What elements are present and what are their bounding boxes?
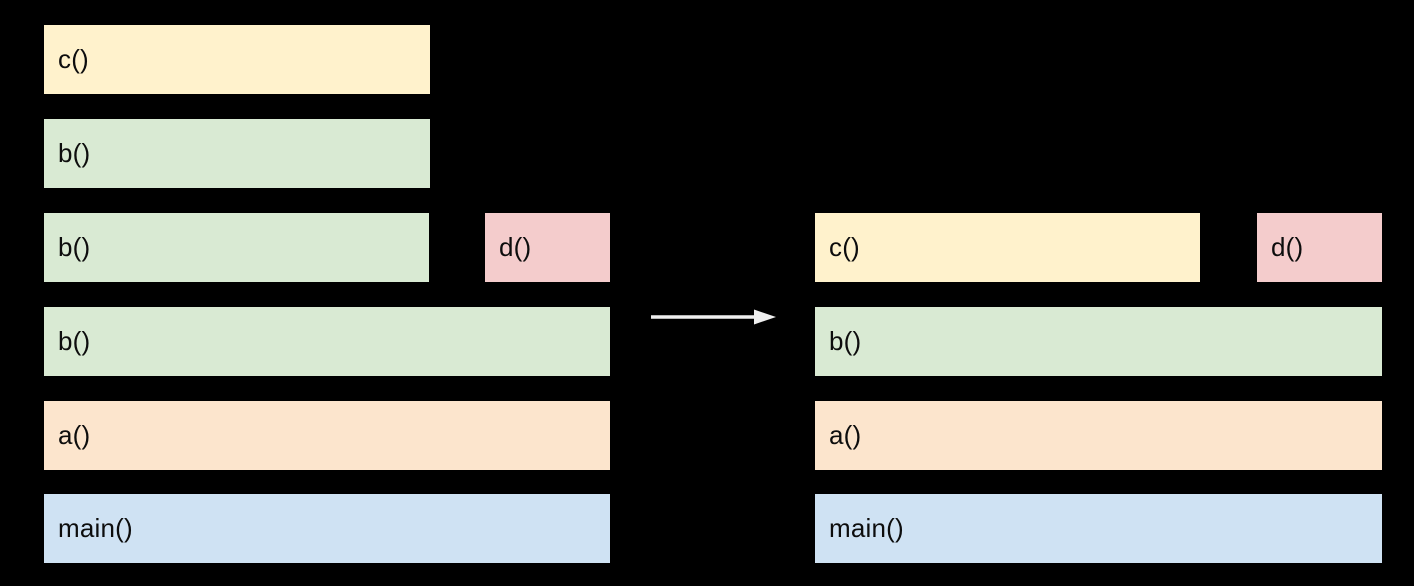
frame-label: b(): [58, 232, 91, 262]
frame-label: b(): [829, 326, 862, 356]
frame-label: b(): [58, 326, 91, 356]
frame-label: d(): [1271, 232, 1304, 262]
right-frame-main: main(): [815, 494, 1382, 563]
frame-label: main(): [829, 513, 904, 543]
left-frame-main: main(): [44, 494, 610, 563]
frame-label: c(): [829, 232, 860, 262]
right-frame-c: c(): [815, 213, 1200, 282]
right-frame-b: b(): [815, 307, 1382, 376]
frame-label: c(): [58, 44, 89, 74]
frame-label: a(): [829, 420, 862, 450]
right-frame-d: d(): [1257, 213, 1382, 282]
left-frame-c: c(): [44, 25, 430, 94]
frame-label: d(): [499, 232, 532, 262]
right-frame-a: a(): [815, 401, 1382, 470]
frame-label: b(): [58, 138, 91, 168]
left-frame-a: a(): [44, 401, 610, 470]
left-frame-b-bottom: b(): [44, 307, 610, 376]
right-arrow-icon: [651, 309, 776, 325]
frame-label: main(): [58, 513, 133, 543]
frame-label: a(): [58, 420, 91, 450]
left-frame-b-mid: b(): [44, 213, 429, 282]
left-frame-d: d(): [485, 213, 610, 282]
left-frame-b-top: b(): [44, 119, 430, 188]
